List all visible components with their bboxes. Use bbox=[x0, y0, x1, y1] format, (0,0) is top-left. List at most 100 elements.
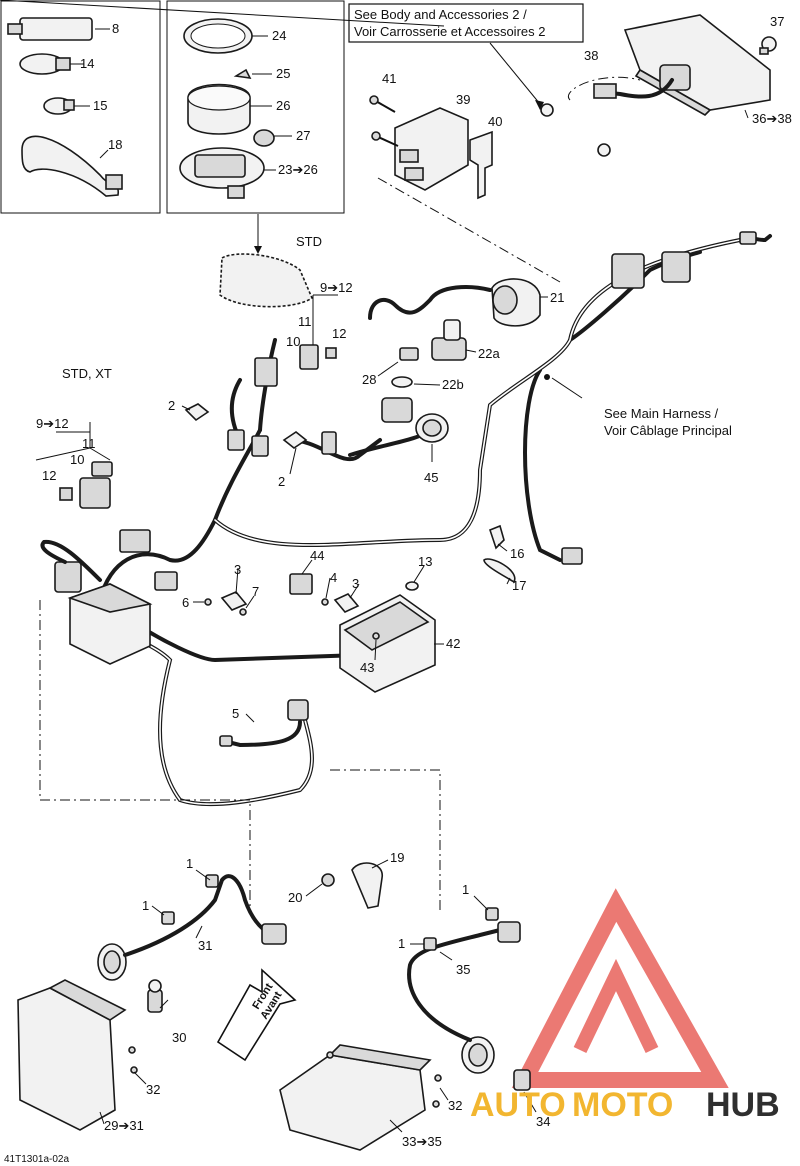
callout-6: 6 bbox=[182, 595, 189, 610]
callout-13: 13 bbox=[418, 554, 432, 569]
callout-42: 42 bbox=[446, 636, 460, 651]
switch-22a bbox=[431, 319, 467, 361]
clip-1-right-a bbox=[485, 907, 499, 921]
gauge-assembly bbox=[179, 147, 276, 199]
note-body-arrowhead bbox=[535, 100, 544, 110]
wordmark-moto: MOTO bbox=[572, 1086, 673, 1124]
callout-31: 31 bbox=[198, 938, 212, 953]
headlight-right-bulb bbox=[513, 1069, 531, 1091]
connector-main-center bbox=[321, 431, 337, 455]
callout-12-xt: 12 bbox=[42, 468, 56, 483]
headlight-left-socket bbox=[97, 943, 127, 981]
callout-3-left: 3 bbox=[234, 562, 241, 577]
dielectric-grease-tube bbox=[7, 17, 110, 41]
switch-22b bbox=[381, 397, 413, 423]
harness-sleeve-strap bbox=[21, 135, 123, 197]
callout-9-12-std: 9➔12 bbox=[320, 280, 353, 295]
callout-16: 16 bbox=[510, 546, 524, 561]
wordmark-hub: HUB bbox=[706, 1086, 780, 1124]
watermark-triangle-inner bbox=[573, 958, 659, 1054]
headlight-right-connector bbox=[497, 921, 521, 943]
fuse-box bbox=[67, 583, 153, 665]
callout-18: 18 bbox=[108, 137, 122, 152]
nut-7 bbox=[239, 608, 247, 616]
callout-40: 40 bbox=[488, 114, 502, 129]
callout-1-right-a: 1 bbox=[462, 882, 469, 897]
callout-28: 28 bbox=[362, 372, 376, 387]
callout-38: 38 bbox=[584, 48, 598, 63]
connector-set-std-xt bbox=[59, 461, 113, 509]
callout-32-right: 32 bbox=[448, 1098, 462, 1113]
note-harness-line1: See Main Harness / bbox=[604, 406, 719, 421]
front-direction-arrow: Front Avant bbox=[216, 968, 297, 1062]
taillight-wire bbox=[598, 78, 674, 99]
wordmark-auto: AUTO bbox=[470, 1086, 566, 1124]
screw-32-top bbox=[326, 1051, 334, 1059]
connector-lower-left bbox=[154, 571, 178, 591]
clip-3-right bbox=[333, 593, 360, 613]
grommet-20 bbox=[321, 873, 335, 887]
callout-12-std: 12 bbox=[332, 326, 346, 341]
key-28 bbox=[399, 347, 419, 361]
callout-15: 15 bbox=[93, 98, 107, 113]
screw-41 bbox=[369, 95, 396, 113]
callout-1-left-b: 1 bbox=[142, 898, 149, 913]
relay-bracket bbox=[469, 130, 493, 200]
connector-11-std bbox=[299, 344, 319, 370]
note-harness-line2: Voir Câblage Principal bbox=[604, 423, 732, 438]
screw-32-left bbox=[128, 1046, 138, 1074]
rivet-upper bbox=[540, 103, 554, 117]
callout-37: 37 bbox=[770, 14, 784, 29]
automotohub-wordmark: AUTO MOTO HUB bbox=[470, 1086, 780, 1124]
connector-fuse-box-lead bbox=[119, 529, 151, 553]
callout-4: 4 bbox=[330, 570, 337, 585]
callout-2-right: 2 bbox=[278, 474, 285, 489]
callout-20: 20 bbox=[288, 890, 302, 905]
callout-10-std: 10 bbox=[286, 334, 300, 349]
speedometer-housing bbox=[219, 253, 313, 308]
nut-43 bbox=[372, 632, 380, 640]
callout-8: 8 bbox=[112, 21, 119, 36]
dash-right-to-headlight bbox=[330, 769, 441, 910]
headlight-left-connector bbox=[261, 923, 287, 945]
connector-clip-2-left bbox=[184, 403, 210, 422]
screw-41b bbox=[371, 131, 399, 147]
ignition-switch bbox=[491, 278, 541, 327]
screw-32-right bbox=[432, 1074, 442, 1108]
callout-23-26: 23➔26 bbox=[278, 162, 318, 177]
clip-1-left-a bbox=[205, 874, 219, 888]
connector-10-std bbox=[254, 357, 278, 387]
screw-6 bbox=[204, 598, 212, 606]
relay-module bbox=[394, 107, 469, 191]
callout-39: 39 bbox=[456, 92, 470, 107]
watermark-triangle-outer bbox=[511, 888, 729, 1088]
callout-22b: 22b bbox=[442, 377, 464, 392]
washer-13 bbox=[405, 581, 419, 591]
gauge-clip bbox=[233, 68, 272, 80]
label-std: STD bbox=[296, 234, 322, 249]
washer-22b bbox=[391, 376, 413, 388]
power-outlet-45 bbox=[415, 413, 449, 443]
fastener-4 bbox=[321, 598, 329, 606]
strap-clip-large bbox=[19, 53, 84, 75]
callout-11-std: 11 bbox=[298, 314, 312, 329]
taillight-bulb bbox=[759, 36, 777, 55]
mounting-bracket-42 bbox=[339, 594, 436, 693]
connector-switches-block-b bbox=[661, 251, 691, 283]
taillight-connector bbox=[593, 83, 617, 99]
callout-25: 25 bbox=[276, 66, 290, 81]
relay-44 bbox=[289, 573, 313, 595]
taillight-assembly bbox=[623, 14, 771, 119]
callout-33-35: 33➔35 bbox=[402, 1134, 442, 1149]
callout-1-right-b: 1 bbox=[398, 936, 405, 951]
note-body-line1: See Body and Accessories 2 / bbox=[354, 7, 527, 22]
rivet-lower bbox=[597, 143, 611, 157]
callout-26: 26 bbox=[276, 98, 290, 113]
headlight-left-bulb bbox=[147, 979, 163, 1013]
fuse-box-lead-connector bbox=[54, 561, 82, 593]
clip-1-right-b bbox=[423, 937, 437, 951]
drawing-code: 41T1301a-02a bbox=[4, 1154, 69, 1165]
clip-3-left bbox=[220, 591, 248, 611]
gauge-bezel-ring bbox=[183, 18, 268, 54]
